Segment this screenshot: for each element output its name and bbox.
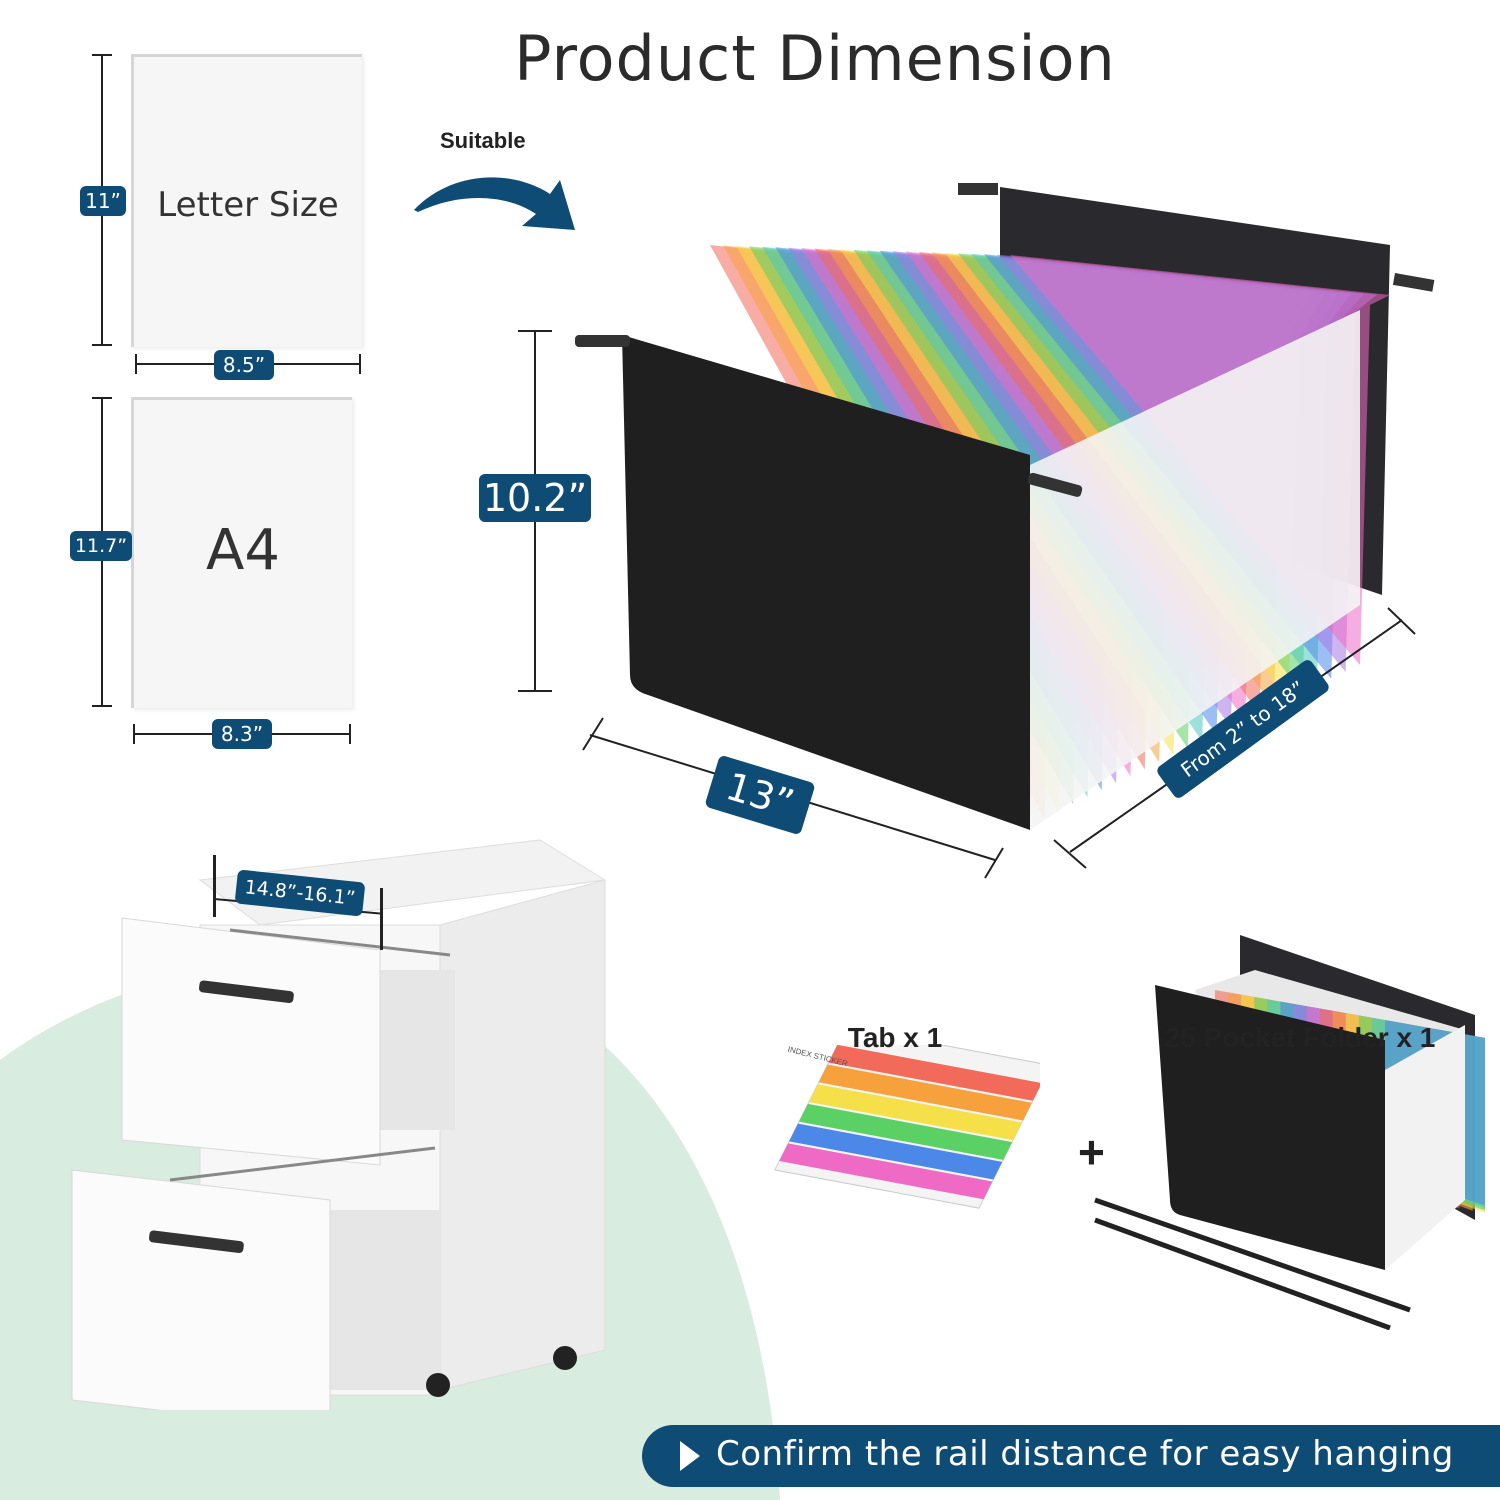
suitable-label: Suitable xyxy=(440,128,526,153)
a4-width-badge: 8.3” xyxy=(212,719,272,749)
letter-width-badge: 8.5” xyxy=(214,350,274,380)
tick xyxy=(92,397,112,399)
folder-height-badge: 10.2” xyxy=(479,474,591,522)
a4-height-badge: 11.7” xyxy=(70,531,132,561)
info-banner: Confirm the rail distance for easy hangi… xyxy=(642,1425,1500,1487)
tick xyxy=(92,54,112,56)
tick xyxy=(133,724,135,744)
plus-sign: + xyxy=(1078,1126,1105,1178)
tick xyxy=(92,705,112,707)
tick xyxy=(135,354,137,374)
page-title: Product Dimension xyxy=(514,22,1116,95)
letter-paper: Letter Size xyxy=(131,54,362,347)
curved-arrow-icon xyxy=(414,177,575,230)
tab-caption: Tab x 1 xyxy=(847,1022,943,1053)
tick xyxy=(349,724,351,744)
small-folder-illustration xyxy=(1094,935,1485,1330)
expanding-folder-illustration xyxy=(575,183,1435,830)
folder-caption: 25 Pocket Folder x 1 xyxy=(1164,1022,1436,1053)
filing-cabinet-illustration xyxy=(71,839,607,1410)
letter-label: Letter Size xyxy=(157,185,339,225)
letter-height-badge: 11” xyxy=(80,186,126,216)
play-triangle-icon xyxy=(680,1441,700,1471)
tick xyxy=(518,690,552,692)
a4-paper: A4 xyxy=(131,397,352,708)
cabinet-dim-tick-right xyxy=(380,888,383,950)
banner-text: Confirm the rail distance for easy hangi… xyxy=(716,1434,1454,1474)
tick xyxy=(518,330,552,332)
tab-sticker-illustration xyxy=(774,1045,1040,1209)
a4-label: A4 xyxy=(206,518,280,583)
cabinet-dim-tick-left xyxy=(213,855,216,917)
tick xyxy=(359,354,361,374)
tick xyxy=(92,344,112,346)
